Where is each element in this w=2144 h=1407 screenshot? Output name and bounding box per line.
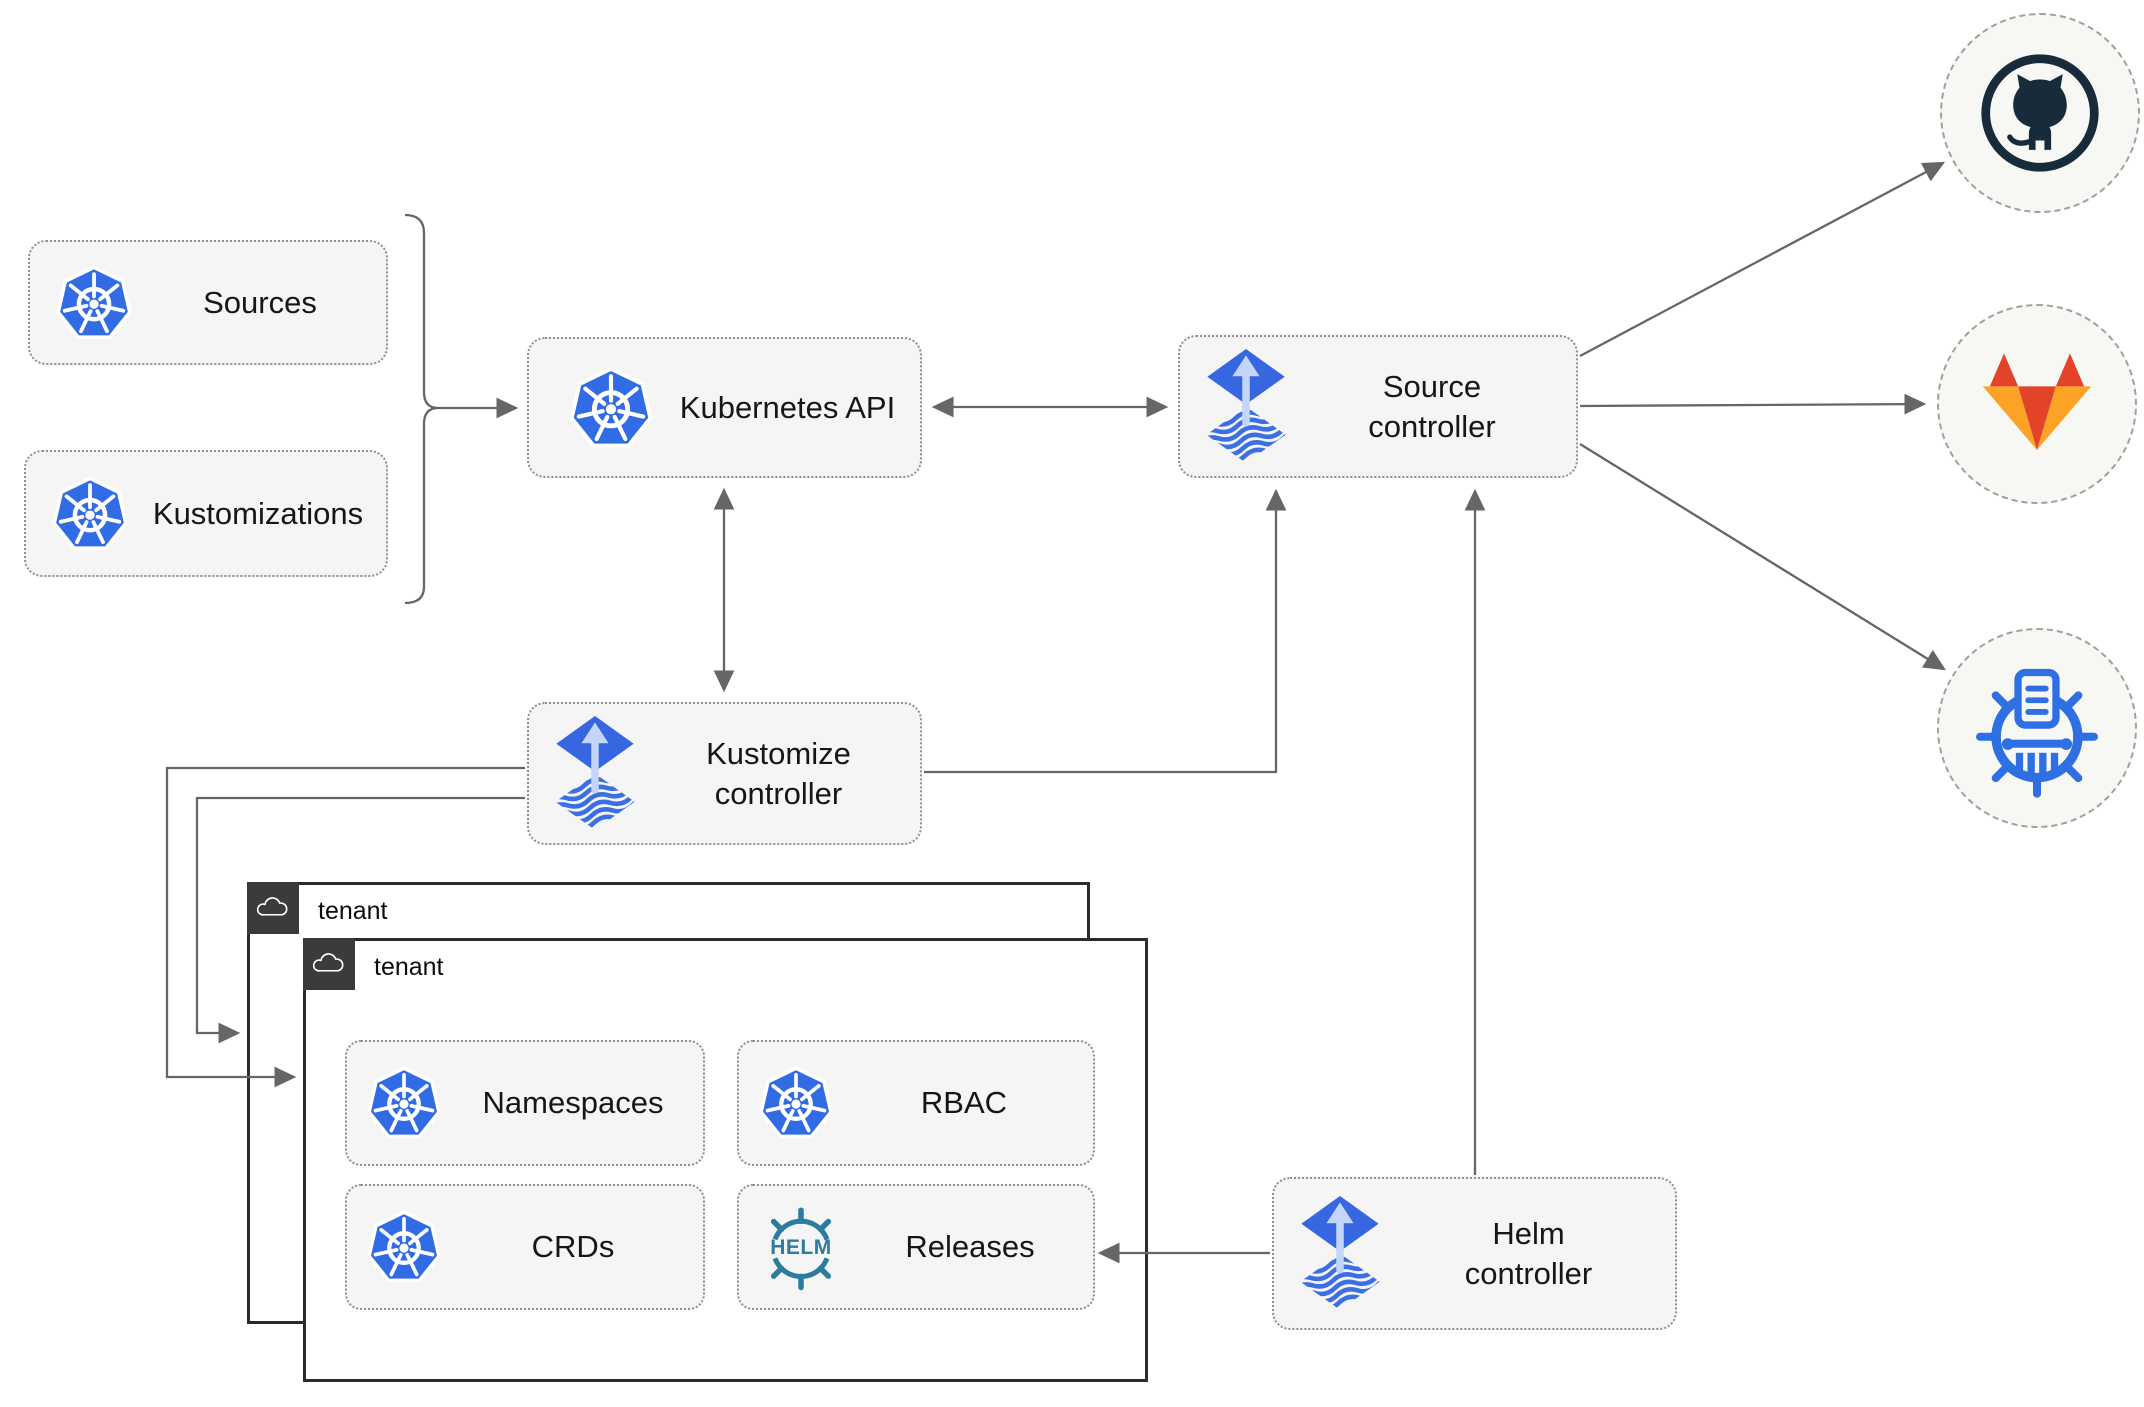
kubernetes-icon — [567, 364, 655, 452]
cloud-icon — [255, 896, 291, 921]
node-namespaces-label: Namespaces — [482, 1085, 664, 1121]
gitlab-tanuki-icon — [1978, 351, 2096, 457]
connector-kustomize-controller-to-source-controller — [924, 488, 1287, 774]
node-source-controller-label: Source controller — [1368, 368, 1496, 444]
tenant-outer-label: tenant — [318, 897, 388, 925]
github-octocat-icon — [1973, 46, 2107, 180]
badge-github — [1940, 13, 2140, 213]
node-kubernetes-api: Kubernetes API — [527, 337, 922, 478]
tenant-inner-tab — [303, 938, 355, 990]
connector-source-controller-to-github — [1579, 161, 1946, 358]
kubernetes-icon — [365, 1208, 443, 1286]
helm-logo-text: HELM — [770, 1236, 832, 1259]
kubernetes-icon — [757, 1064, 835, 1142]
helm-icon: HELM — [755, 1201, 847, 1293]
connector-source-controller-to-chartmuseum — [1579, 443, 1946, 671]
node-kustomize-controller-label: Kustomize controller — [706, 735, 851, 811]
node-crds: CRDs — [345, 1184, 705, 1310]
node-kustomizations-label: Kustomizations — [152, 495, 364, 531]
cloud-icon — [311, 952, 347, 977]
node-sources-label: Sources — [203, 284, 317, 320]
flux-icon — [553, 715, 637, 832]
node-kustomize-controller: Kustomize controller — [527, 702, 922, 845]
badge-gitlab — [1937, 304, 2137, 504]
node-kustomizations: Kustomizations — [24, 450, 388, 577]
node-rbac-label: RBAC — [920, 1085, 1008, 1121]
badge-chartmuseum — [1937, 628, 2137, 828]
node-source-controller: Source controller — [1178, 335, 1578, 478]
node-releases-label: Releases — [905, 1229, 1035, 1265]
kubernetes-icon — [50, 474, 130, 554]
kubernetes-icon — [365, 1064, 443, 1142]
flux-icon — [1298, 1195, 1382, 1312]
flux-icon — [1204, 348, 1288, 465]
node-helm-controller: Helm controller — [1272, 1177, 1677, 1330]
node-releases: HELM Releases — [737, 1184, 1095, 1310]
chartmuseum-icon — [1964, 655, 2110, 801]
connector-bracket-sources-group — [404, 213, 439, 605]
node-kubernetes-api-label: Kubernetes API — [679, 389, 896, 425]
node-namespaces: Namespaces — [345, 1040, 705, 1166]
node-crds-label: CRDs — [531, 1229, 615, 1265]
tenant-outer-tab — [247, 882, 299, 934]
node-helm-controller-label: Helm controller — [1464, 1215, 1593, 1291]
node-rbac: RBAC — [737, 1040, 1095, 1166]
node-sources: Sources — [28, 240, 388, 365]
kubernetes-icon — [54, 263, 134, 343]
tenant-inner-label: tenant — [374, 953, 444, 981]
connector-source-controller-to-gitlab — [1579, 393, 1927, 415]
